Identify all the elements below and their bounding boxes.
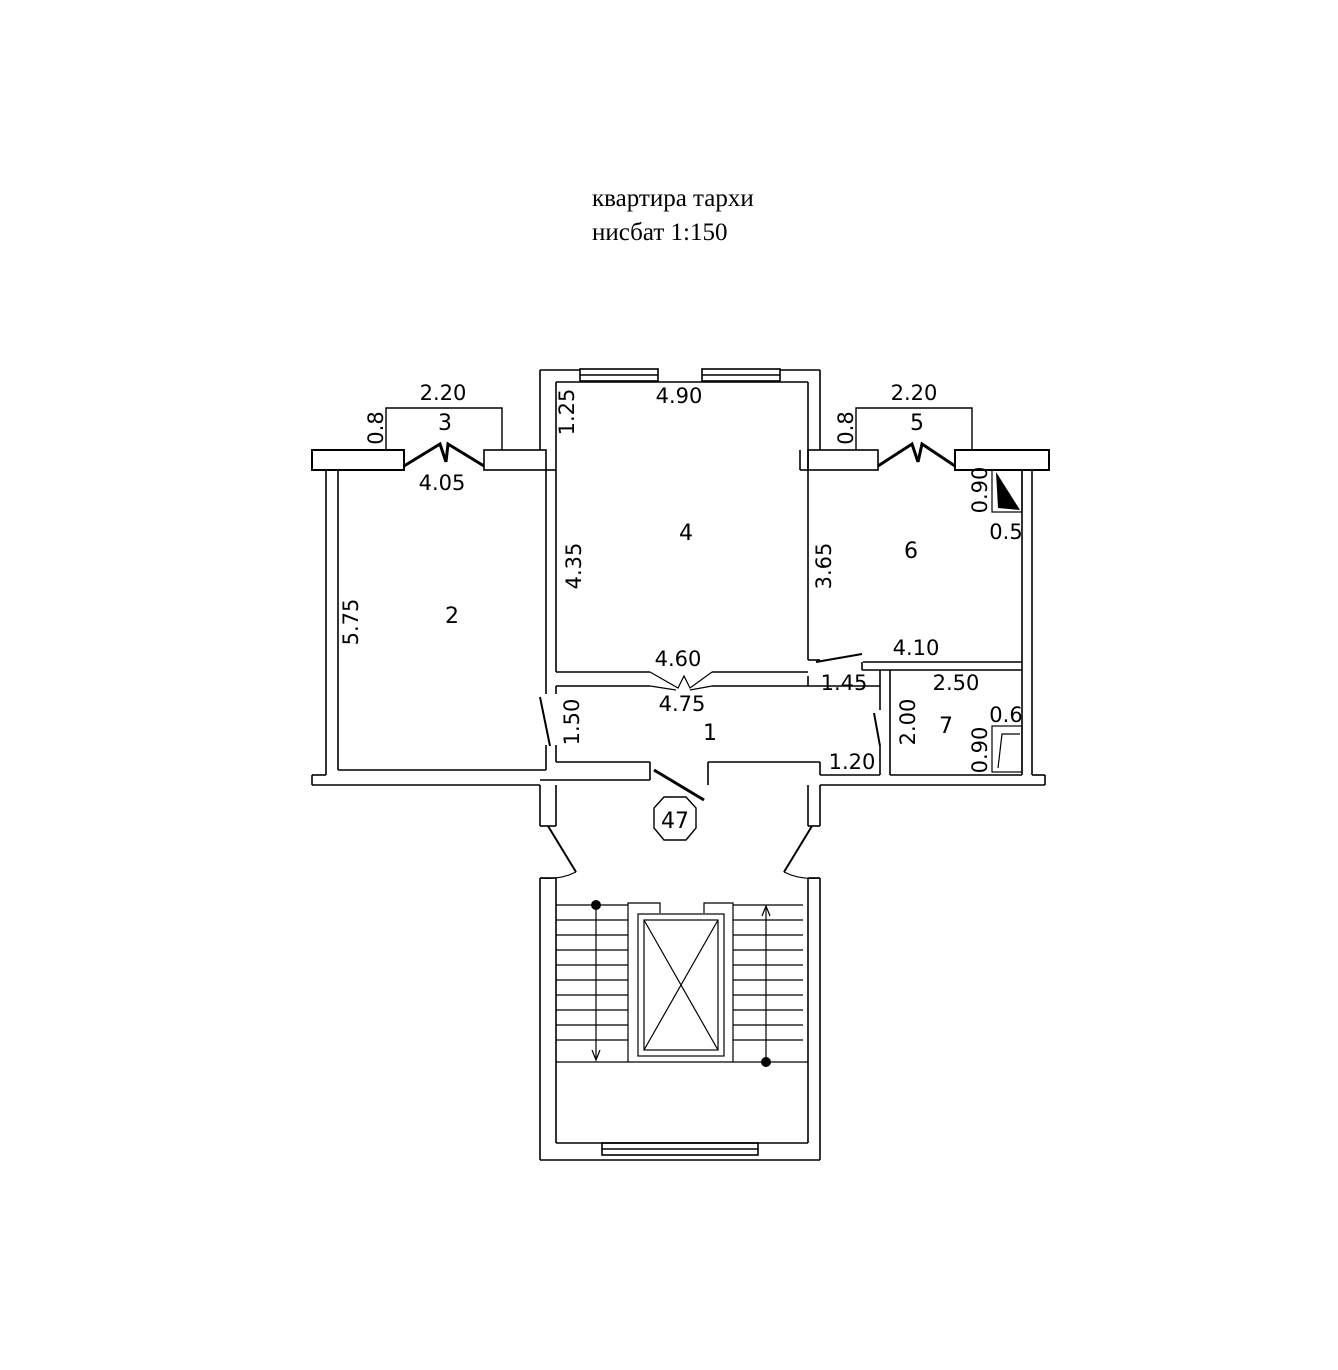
door-room6 — [815, 653, 863, 663]
door-room2 — [539, 696, 551, 747]
balcony-3-parapet-left — [311, 449, 405, 471]
dim-balcony3-depth: 0.8 — [364, 411, 388, 444]
room-label-4: 4 — [679, 521, 693, 546]
room-label-5: 5 — [910, 411, 924, 436]
room-label-3: 3 — [438, 411, 452, 436]
door-entry — [653, 768, 705, 802]
door-balcony-3-right — [444, 441, 485, 468]
dim-room6-length: 3.65 — [812, 543, 836, 590]
dim-room2-length: 5.75 — [339, 599, 363, 646]
door-stair-left — [547, 825, 577, 873]
dim-balcony5-width: 2.20 — [891, 381, 938, 405]
walls — [311, 368, 1050, 1161]
elevator-cabin — [637, 913, 725, 1057]
room-labels: 1 2 3 4 5 6 7 — [438, 411, 953, 746]
door-balcony-3-left — [403, 441, 448, 468]
room-label-2: 2 — [445, 604, 459, 629]
dim-corridor-length: 1.45 — [821, 671, 868, 695]
dim-room7-length: 2.00 — [896, 699, 920, 746]
elevator-shaft-left — [627, 902, 661, 1062]
room-label-6: 6 — [904, 539, 918, 564]
dim-room6-width: 4.10 — [893, 636, 940, 660]
duct-room6 — [991, 469, 1023, 513]
dim-room7-duct-width: 0.6 — [989, 703, 1022, 727]
dimension-labels: 2.20 0.8 4.05 5.75 4.90 1.25 4.35 4.60 4… — [339, 381, 1023, 774]
door-room7 — [873, 712, 881, 747]
door-balcony-5-left — [877, 441, 920, 468]
room-label-7: 7 — [939, 714, 953, 739]
room-label-1: 1 — [703, 721, 717, 746]
dim-room4-length: 4.35 — [562, 543, 586, 590]
stair-start-dot-left — [591, 900, 601, 910]
duct-room7 — [991, 725, 1023, 773]
balcony-5-outline — [855, 407, 973, 450]
balconies — [385, 407, 973, 450]
elevator-shaft-right — [703, 902, 734, 1062]
balcony-5-wall-left — [807, 449, 879, 471]
door-room4-double — [649, 671, 713, 689]
dim-room6-duct-depth: 0.90 — [968, 467, 992, 514]
dim-balcony3-width: 2.20 — [420, 381, 467, 405]
door-stair-right — [783, 825, 813, 873]
staircase — [556, 902, 808, 1063]
dim-room7-width: 2.50 — [933, 671, 980, 695]
doors — [403, 441, 956, 873]
plan-scale: нисбат 1:150 — [592, 219, 728, 246]
dim-balcony5-depth: 0.8 — [834, 411, 858, 444]
dim-entry-width: 1.20 — [829, 750, 876, 774]
dim-room7-duct-depth: 0.90 — [968, 727, 992, 774]
ducts — [991, 469, 1023, 773]
dim-hall-width: 4.75 — [659, 692, 706, 716]
stair-start-dot-right — [761, 1057, 771, 1067]
door-balcony-5-right — [916, 441, 956, 468]
balcony-3-wall-right — [483, 449, 547, 471]
door-arcs — [539, 671, 821, 879]
plan-title: квартира тархи — [592, 185, 754, 212]
dim-room4-bottom-width: 4.60 — [655, 647, 702, 671]
title-block: квартира тархи нисбат 1:150 — [592, 182, 754, 250]
apartment-number: 47 — [661, 809, 689, 834]
dim-room6-duct-width: 0.5 — [989, 520, 1022, 544]
balcony-3-outline — [385, 407, 503, 450]
dim-room2-width: 4.05 — [419, 471, 466, 495]
duct-room6-fill — [996, 472, 1020, 510]
dim-room4-top-width: 4.90 — [656, 384, 703, 408]
dim-room4-window-offset: 1.25 — [555, 389, 579, 436]
apartment-number-marker — [653, 796, 697, 841]
dim-hall-depth: 1.50 — [560, 699, 584, 746]
